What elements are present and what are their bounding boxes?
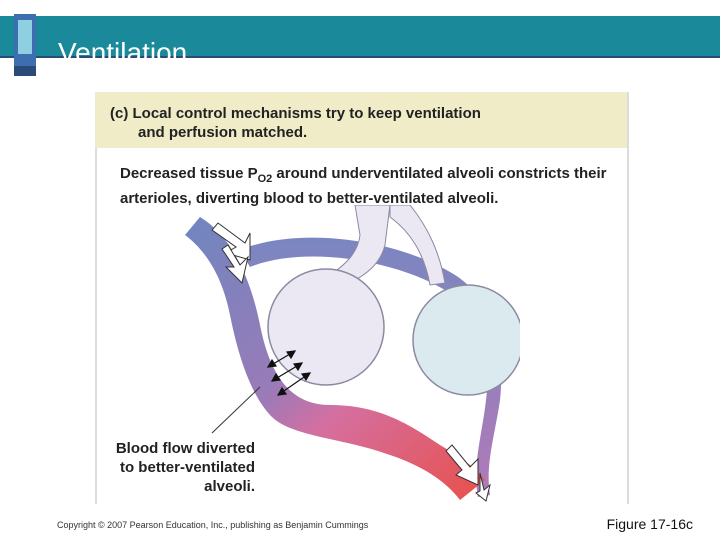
callout-line-1: Blood flow diverted <box>115 440 255 457</box>
description-subscript: O2 <box>257 173 273 185</box>
gas-exchange-arrows <box>266 350 312 396</box>
diverting-arrow <box>211 222 251 261</box>
downflow-arrow <box>221 244 249 284</box>
callout-leader <box>211 386 261 434</box>
underventilated-alveolus <box>267 268 385 386</box>
well-ventilated-alveolus <box>412 284 520 396</box>
caption-line-1: (c) Local control mechanisms try to keep… <box>110 105 481 122</box>
slide-title: Ventilation <box>58 37 188 62</box>
figure-caption: (c) Local control mechanisms try to keep… <box>110 104 590 142</box>
outflow-arrow <box>445 444 479 486</box>
description-part-1: Decreased tissue P <box>120 165 258 182</box>
callout-line-2: to better-ventilated <box>119 459 255 476</box>
figure-description: Decreased tissue PO2 around underventila… <box>120 164 620 208</box>
title-accent-highlight <box>18 20 32 54</box>
description-part-2: around underventilated alveoli constrict… <box>120 165 607 207</box>
title-underline <box>0 56 720 58</box>
callout-label: Blood flow diverted to better-ventilated… <box>105 439 255 496</box>
title-bar <box>0 16 720 58</box>
figure-number: Figure 17-16c <box>606 516 693 532</box>
main-vessel <box>185 217 485 500</box>
title-accent-base <box>14 66 36 76</box>
right-airway <box>389 205 446 286</box>
ventilation-perfusion-diagram <box>185 205 520 502</box>
caption-line-2: and perfusion matched. <box>138 124 308 141</box>
callout-line-3: alveoli. <box>204 478 255 495</box>
caption-box <box>95 92 627 148</box>
copyright-notice: Copyright © 2007 Pearson Education, Inc.… <box>57 520 369 530</box>
right-outflow-arrow <box>475 472 491 502</box>
